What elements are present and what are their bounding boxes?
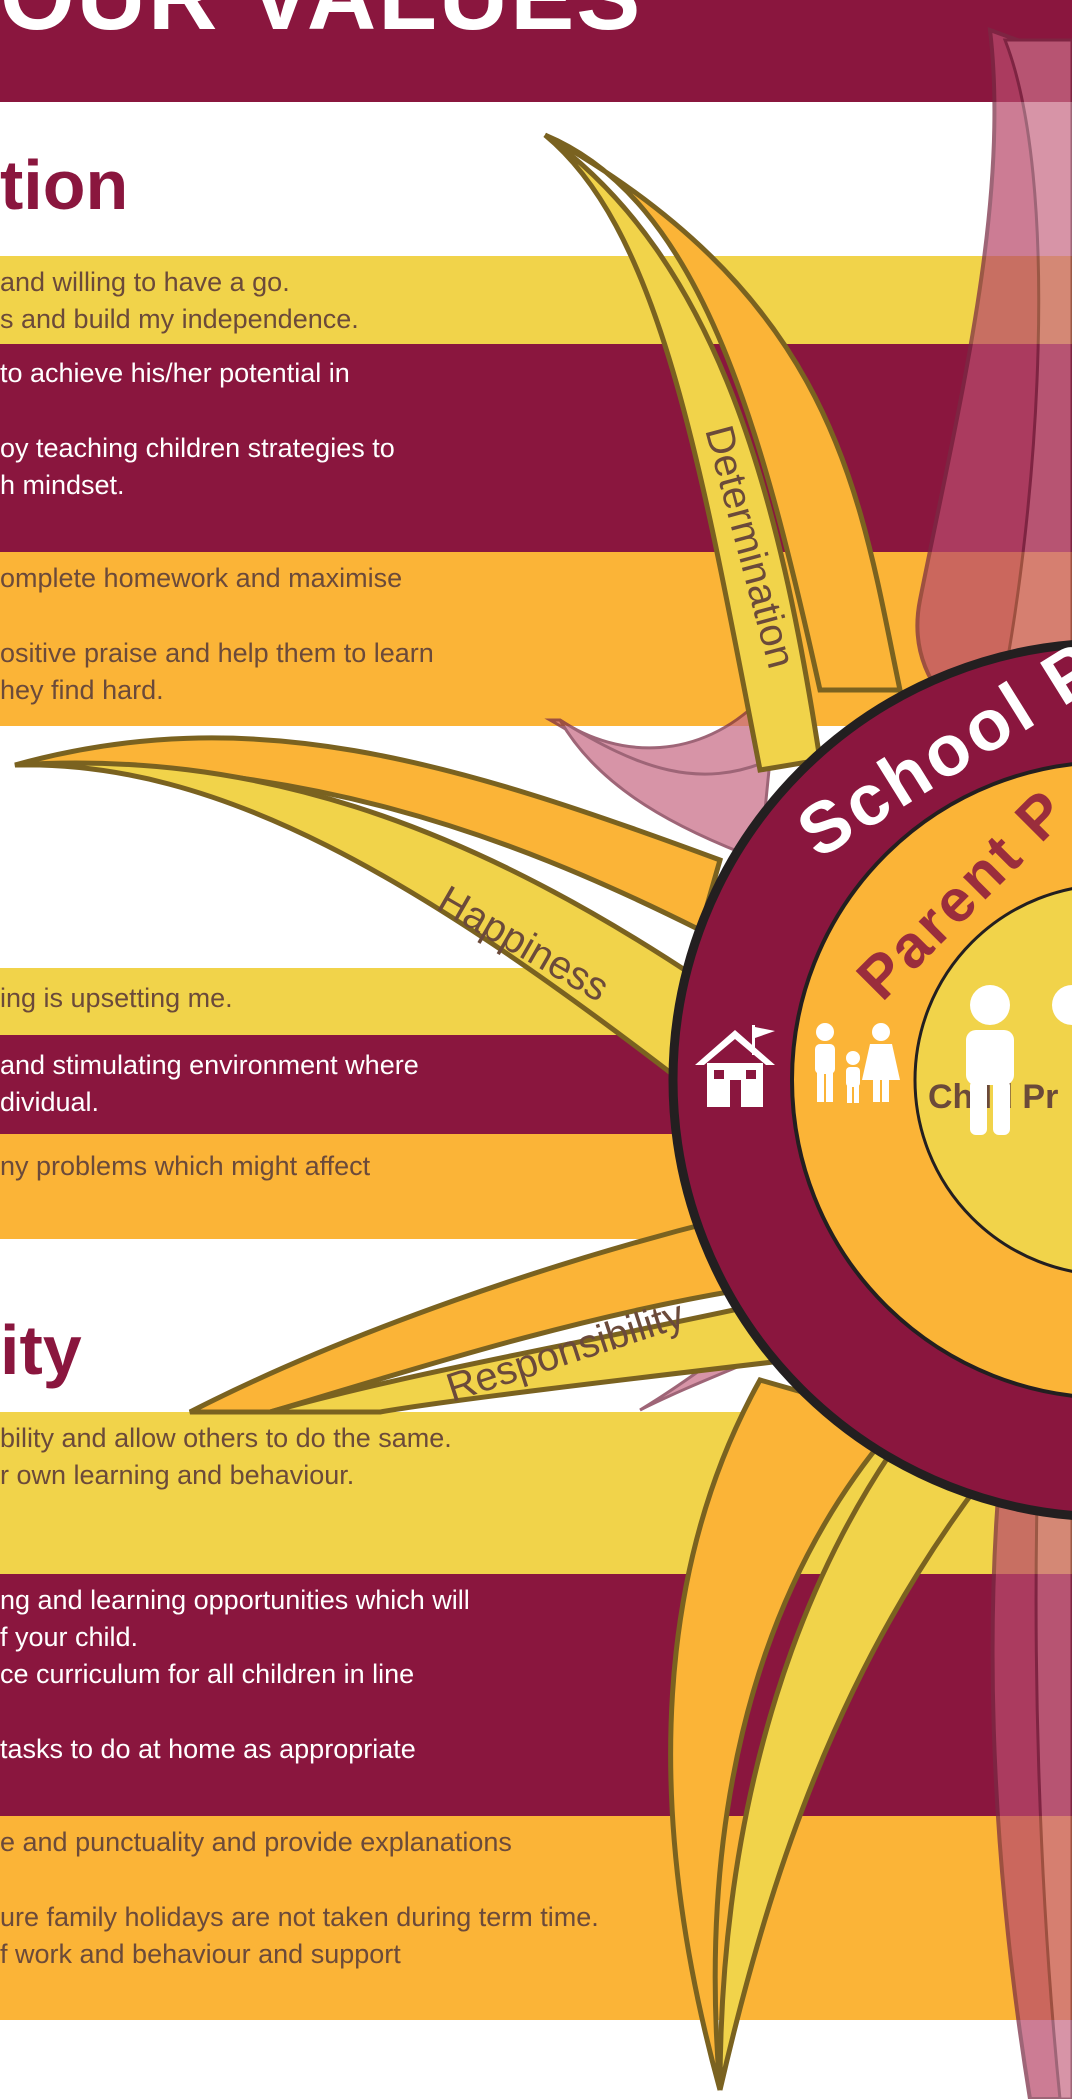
row-text: f work and behaviour and support — [0, 1939, 401, 1969]
row-text: bility and allow others to do the same. — [0, 1423, 452, 1453]
row-parent-determination: omplete homework and maximise ositive pr… — [0, 552, 1072, 726]
row-text: e and punctuality and provide explanatio… — [0, 1827, 512, 1857]
row-parent-responsibility: e and punctuality and provide explanatio… — [0, 1816, 1072, 2020]
row-text: dividual. — [0, 1087, 100, 1117]
child-icon — [966, 985, 1072, 1135]
row-text: h mindset. — [0, 470, 125, 500]
row-text: ing is upsetting me. — [0, 983, 233, 1013]
row-text: hey find hard. — [0, 675, 164, 705]
row-text: and stimulating environment where — [0, 1050, 419, 1080]
row-text: ny problems which might affect — [0, 1151, 371, 1181]
row-text: tasks to do at home as appropriate — [0, 1734, 416, 1764]
petal-determination — [543, 132, 904, 773]
row-school-determination: to achieve his/her potential in oy teach… — [0, 344, 1072, 552]
row-text: and willing to have a go. — [0, 267, 290, 297]
section-heading-determination: tion — [0, 146, 129, 224]
row-text: r own learning and behaviour. — [0, 1460, 355, 1490]
row-text: ce curriculum for all children in line — [0, 1659, 415, 1689]
row-text: to achieve his/her potential in — [0, 358, 350, 388]
row-text: ure family holidays are not taken during… — [0, 1902, 599, 1932]
petal-happiness — [14, 735, 724, 1085]
row-text: s and build my independence. — [0, 304, 359, 334]
pink-flames — [544, 27, 1072, 2099]
page-title: OUR VALUES — [0, 0, 642, 52]
family-icon — [815, 1023, 900, 1103]
row-text: ositive praise and help them to learn — [0, 638, 434, 668]
row-text: omplete homework and maximise — [0, 563, 403, 593]
header-banner: OUR VALUES — [0, 0, 1072, 102]
row-text: f your child. — [0, 1622, 139, 1652]
section-heading-responsibility: ity — [0, 1311, 82, 1389]
row-text: oy teaching children strategies to — [0, 433, 395, 463]
school-icon — [695, 1025, 775, 1107]
row-text: ng and learning opportunities which will — [0, 1585, 470, 1615]
row-child-determination: and willing to have a go. s and build my… — [0, 256, 1072, 344]
